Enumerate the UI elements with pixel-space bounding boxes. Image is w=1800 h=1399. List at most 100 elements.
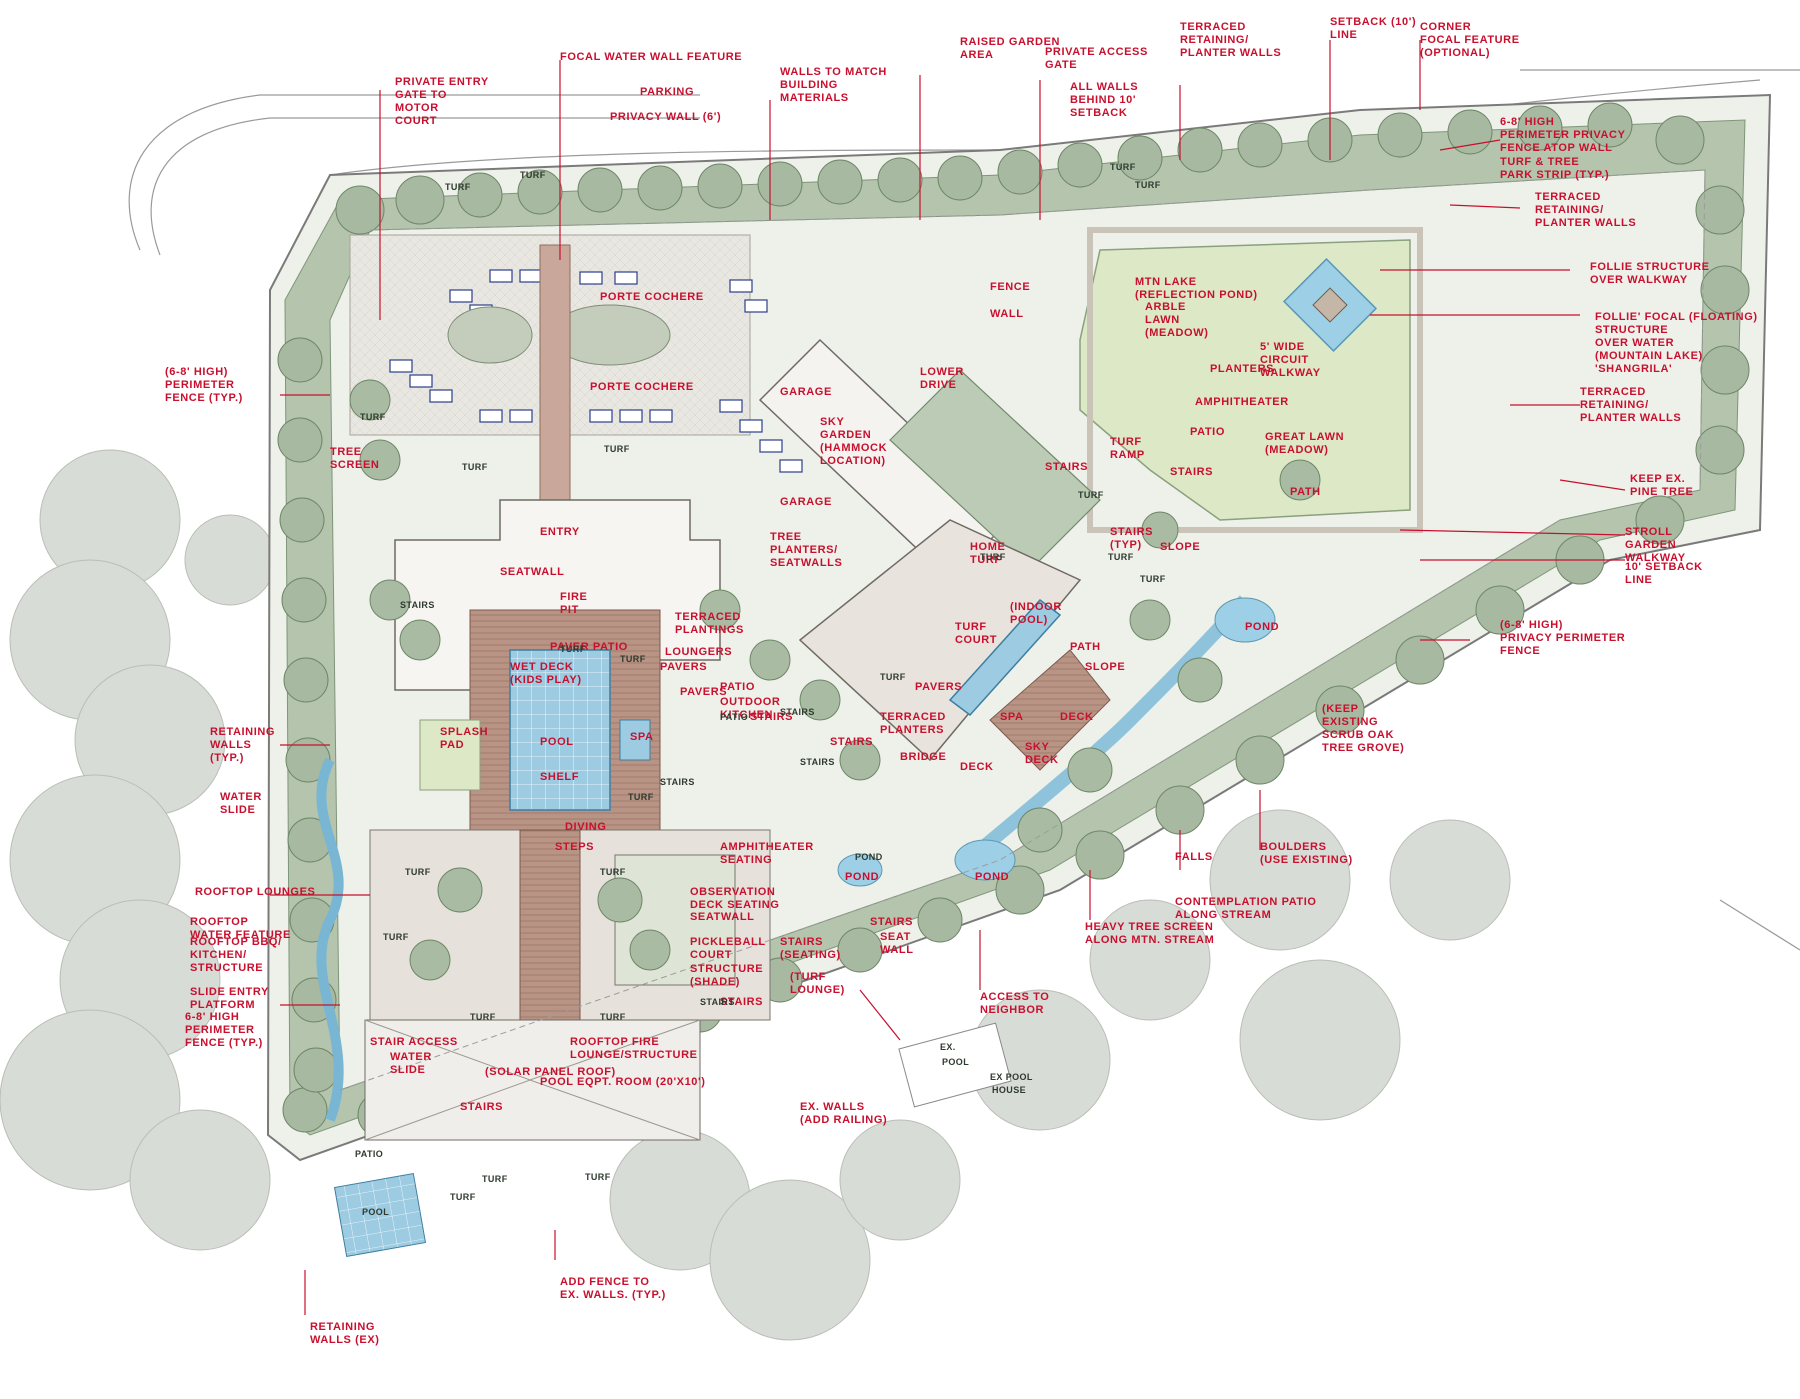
annotation-line: ALONG MTN. STREAM bbox=[1085, 934, 1214, 946]
plan-label-p13: TURF bbox=[628, 792, 654, 802]
plan-label-p19: TURF bbox=[450, 1192, 476, 1202]
annotation-a2: FOCAL WATER WALL FEATURE bbox=[560, 51, 742, 63]
annotation-line: (OPTIONAL) bbox=[1420, 47, 1490, 59]
annotation-line: TURF bbox=[1110, 436, 1142, 448]
annotation-line: PARK STRIP (TYP.) bbox=[1500, 169, 1609, 181]
annotation-line: PINE TREE bbox=[1630, 486, 1693, 498]
annotation-line: NEIGHBOR bbox=[980, 1004, 1044, 1016]
annotation-line: TERRACED bbox=[1535, 191, 1601, 203]
plan-label-p31: STAIRS bbox=[700, 997, 735, 1007]
annotation-line: CONTEMPLATION PATIO bbox=[1175, 896, 1317, 908]
annotation-line: TERRACED bbox=[1180, 21, 1246, 33]
annotation-line: STRUCTURE bbox=[190, 962, 263, 974]
offsite-tree-canopy bbox=[0, 449, 1511, 1341]
annotation-line: STAIRS bbox=[1110, 526, 1153, 538]
annotation-line: CIRCUIT bbox=[1260, 354, 1309, 366]
annotation-line: PATH bbox=[1070, 641, 1101, 653]
annotation-line: LOCATION) bbox=[820, 455, 886, 467]
annotation-line: (HAMMOCK bbox=[820, 442, 887, 454]
annotation-line: (SHADE) bbox=[690, 976, 740, 988]
annotation-line: DECK bbox=[1060, 711, 1094, 723]
annotation-line: DECK bbox=[960, 761, 994, 773]
annotation-line: EXISTING bbox=[1322, 716, 1378, 728]
indoor-pool-wing bbox=[798, 519, 1082, 762]
annotation-line: PLANTER WALLS bbox=[1580, 412, 1681, 424]
annotation-line: STAIRS bbox=[720, 996, 763, 1008]
annotation-a101: PATH bbox=[1070, 641, 1101, 653]
plan-label-p14: TURF bbox=[405, 867, 431, 877]
annotation-line: GATE bbox=[1045, 59, 1077, 71]
setback-lines bbox=[339, 169, 1706, 1091]
entry-walk bbox=[539, 244, 571, 506]
annotation-line: MOTOR bbox=[395, 102, 439, 114]
annotation-line: (USE EXISTING) bbox=[1260, 854, 1353, 866]
annotation-line: PRIVACY WALL (6') bbox=[610, 111, 721, 123]
annotation-line: RETAINING bbox=[310, 1321, 375, 1333]
annotation-a49: WALL bbox=[990, 308, 1024, 320]
annotation-line: LOUNGE) bbox=[790, 984, 845, 996]
annotation-a103: DECK bbox=[1060, 711, 1094, 723]
annotation-a55: ENTRY bbox=[540, 526, 580, 538]
annotation-line: (INDOOR bbox=[1010, 601, 1062, 613]
annotation-a74: DIVING bbox=[565, 821, 607, 833]
annotation-line: SLIDE bbox=[220, 804, 255, 816]
annotation-line: SKY bbox=[820, 416, 844, 428]
annotation-line: PLANTER WALLS bbox=[1180, 47, 1281, 59]
water-slide bbox=[316, 757, 344, 1122]
annotation-line: FENCE (TYP.) bbox=[165, 392, 243, 404]
annotation-line: (MOUNTAIN LAKE) bbox=[1595, 350, 1703, 362]
annotation-line: PRIVATE ACCESS bbox=[1045, 46, 1148, 58]
plan-labels: TURFTURFTURFTURFTURFTURFTURFTURFTURFTURF… bbox=[355, 162, 1165, 1217]
annotation-a71: SHELF bbox=[540, 771, 579, 783]
annotation-line: PLANTERS bbox=[880, 724, 944, 736]
lower-pool bbox=[333, 1173, 427, 1257]
annotation-line: RAISED GARDEN bbox=[960, 36, 1060, 48]
annotation-line: PICKLEBALL bbox=[690, 936, 766, 948]
annotation-a72: SPA bbox=[630, 731, 654, 743]
annotation-line: AMPHITHEATER bbox=[1195, 396, 1289, 408]
annotation-line: (6-8' HIGH) bbox=[165, 366, 228, 378]
annotation-line: RETAINING/ bbox=[1535, 204, 1604, 216]
annotation-line: SKY bbox=[1025, 741, 1049, 753]
annotation-line: 6-8' HIGH bbox=[185, 1011, 239, 1023]
plan-label-p26: POOL bbox=[362, 1207, 389, 1217]
annotation-line: PRIVATE ENTRY bbox=[395, 76, 489, 88]
annotation-a94: STAIRS bbox=[1170, 466, 1213, 478]
annotation-line: (TURF bbox=[790, 971, 826, 983]
main-pool bbox=[509, 649, 611, 811]
annotation-line: MTN LAKE bbox=[1135, 276, 1197, 288]
annotation-a46: PORTE COCHERE bbox=[600, 291, 704, 303]
annotation-line: PRIVACY PERIMETER bbox=[1500, 632, 1625, 644]
annotation-a45: STAIRS bbox=[460, 1101, 503, 1113]
annotation-line: OVER WALKWAY bbox=[1590, 274, 1688, 286]
annotation-a23: BOULDERS(USE EXISTING) bbox=[1260, 841, 1353, 866]
annotation-a110: SLOPE bbox=[1160, 541, 1200, 553]
annotation-line: TURF & TREE bbox=[1500, 156, 1579, 168]
plan-label-p21: EX. bbox=[940, 1042, 956, 1052]
plan-label-p3: TURF bbox=[1135, 180, 1161, 190]
annotation-a48: FENCE bbox=[990, 281, 1030, 293]
terrace-planter-wing bbox=[889, 369, 1101, 571]
plan-label-p17: TURF bbox=[600, 867, 626, 877]
annotation-a24: FALLS bbox=[1175, 851, 1213, 863]
annotation-line: (KIDS PLAY) bbox=[510, 674, 582, 686]
annotation-line: PERIMETER bbox=[165, 379, 235, 391]
annotation-line: 5' WIDE bbox=[1260, 341, 1305, 353]
